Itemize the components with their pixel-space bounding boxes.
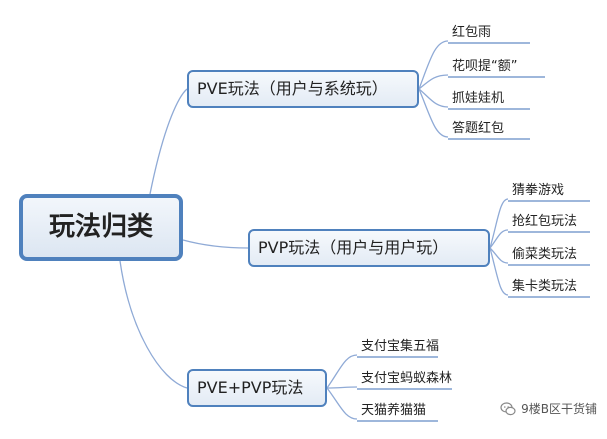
branch-node-pvp: PVP玩法（用户与用户玩） [248,229,490,267]
leaf-node: 抢红包玩法 [512,214,578,229]
watermark: 9楼B区干货铺 [500,400,597,417]
leaf-node: 支付宝集五福 [361,339,440,354]
leaf-node: 猜拳游戏 [512,183,565,198]
root-node: 玩法归类 [19,194,183,261]
branch-node-pve: PVE玩法（用户与系统玩） [187,70,419,108]
connector-mixed-leaf-0 [326,354,358,389]
connector-pvp-leaf-2 [489,247,509,264]
connector-pve-leaf-0 [418,40,449,90]
connector-root-pvp [182,239,249,249]
connector-pvp-leaf-3 [489,247,509,296]
leaf-node: 抓娃娃机 [452,91,505,106]
connector-root-mixed [119,260,188,389]
leaf-node: 天猫养猫猫 [361,403,427,418]
leaf-node: 偷菜类玩法 [512,247,578,262]
connector-pve-leaf-1 [418,74,449,90]
wechat-icon [500,401,516,417]
connector-pve-leaf-3 [418,88,449,138]
connector-pve-leaf-2 [418,88,449,108]
connector-mixed-leaf-2 [326,387,358,420]
connector-root-pve [149,88,188,195]
connector-mixed-leaf-1 [326,386,358,389]
leaf-node: 红包雨 [452,25,492,40]
connector-pvp-leaf-1 [489,229,509,249]
branch-node-pve-pvp: PVE+PVP玩法 [187,369,327,407]
leaf-node: 集卡类玩法 [512,279,578,294]
watermark-text: 9楼B区干货铺 [521,402,597,416]
leaf-node: 花呗提“额” [452,59,518,74]
leaf-node: 答题红包 [452,121,505,136]
leaf-node: 支付宝蚂蚁森林 [361,371,453,386]
connector-pvp-leaf-0 [489,198,509,249]
